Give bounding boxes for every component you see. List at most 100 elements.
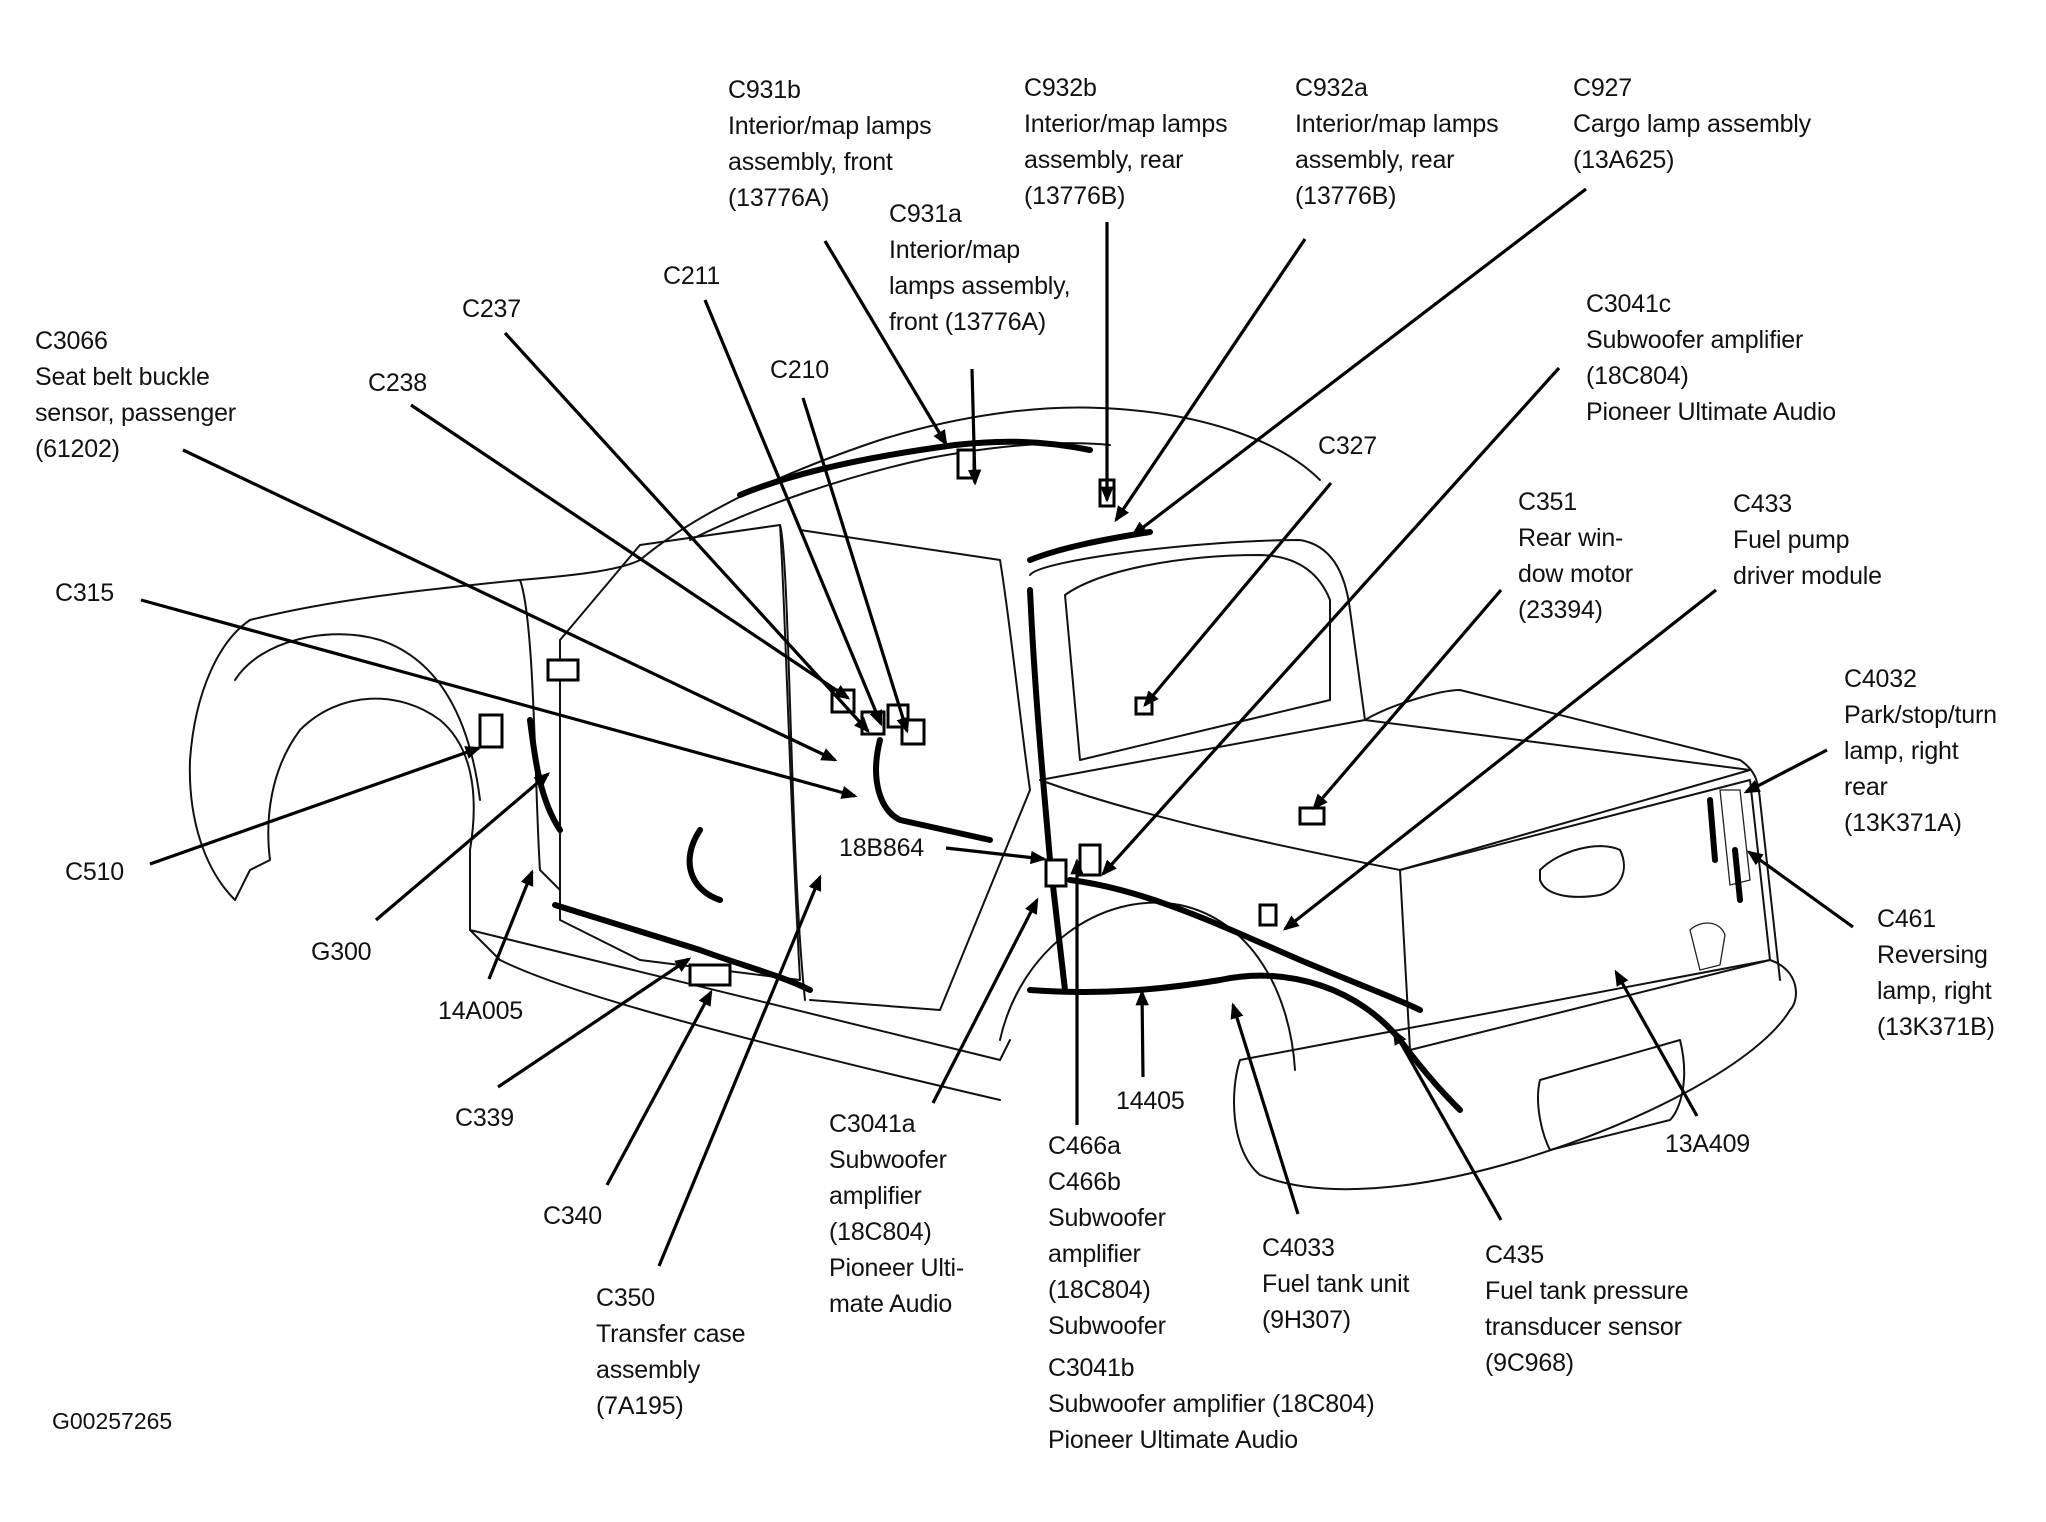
leader-c931a [967,368,982,486]
callout-description-line: Pioneer Ulti- [829,1254,964,1282]
callout-description-line: lamp, right [1844,737,1959,765]
callout-code: C4032 [1844,665,1917,693]
callout-description-line: Fuel tank unit [1262,1270,1410,1298]
hood-line [249,559,641,621]
connectors [478,448,1326,987]
connector-c351 [1298,806,1326,826]
callout-c339: C339 [455,1100,514,1136]
callout-c237: C237 [462,291,521,327]
callout-description-line: Interior/map [889,236,1020,264]
leader-c4032 [1743,748,1828,794]
callout-description-line: Fuel pump [1733,526,1850,554]
callout-description-line: Fuel tank pressure [1485,1277,1689,1305]
callout-g300: G300 [311,934,372,970]
callout-code: C931a [889,200,962,228]
connector-c931a [956,448,976,480]
leader-c932a [1114,238,1307,523]
callout-description-line: assembly, rear [1295,146,1455,174]
callout-description-line: (13776B) [1024,182,1126,210]
leader-c3041c [1101,366,1561,876]
rocker-panel [469,929,1011,1061]
callout-code: 13A409 [1665,1130,1750,1158]
callout-code: C3041a [829,1110,916,1138]
roof-harness [737,438,1093,498]
callout-description-line: (13776B) [1295,182,1397,210]
callout-description-line: amplifier [1048,1240,1141,1268]
leader-18b864 [945,846,1047,865]
figure-id: G00257265 [52,1408,173,1434]
callout-code: 14405 [1116,1087,1185,1115]
callout-description-line: (7A195) [596,1392,684,1420]
callout-14405: 14405 [1116,1083,1185,1119]
connector-c510 [478,713,504,749]
callout-description-line: Rear win- [1518,524,1624,552]
leader-c433 [1282,588,1717,931]
callout-c340: C340 [543,1198,602,1234]
license-plate-recess [1537,1039,1686,1151]
leader-13a409 [1614,969,1699,1117]
leader-c211 [703,299,883,727]
rear-window [1064,554,1331,761]
callout-description-line: (13K371A) [1844,809,1962,837]
body-lower [499,959,1001,1101]
callout-description-line: driver module [1733,562,1882,590]
leader-c461 [1746,850,1854,929]
callout-c315: C315 [55,575,114,611]
callout-code: C4033 [1262,1234,1335,1262]
reversing-lamp [1689,922,1726,971]
callout-description-line: Seat belt buckle [35,363,210,391]
callout-18b864: 18B864 [839,830,924,866]
front-door-harness [686,827,723,903]
connector-c466 [1078,843,1102,877]
callout-code: C510 [65,858,124,886]
callout-code: 18B864 [839,834,924,862]
callout-14a005: 14A005 [438,993,523,1029]
frame-harness [1027,972,1463,1113]
callout-description-line: (13776A) [728,184,830,212]
callout-description-line: Subwoofer [1048,1204,1166,1232]
callout-description-line: rear [1844,773,1888,801]
callout-description-line: Park/stop/turn [1844,701,1997,729]
callout-c327: C327 [1318,428,1377,464]
callout-code: C238 [368,369,427,397]
callout-description-line: assembly [596,1356,700,1384]
callout-description-line: transducer sensor [1485,1313,1682,1341]
bed-front-rail [1039,719,1751,871]
a-pillar [519,579,561,891]
callout-code: C210 [770,356,829,384]
cab-back [1029,539,1366,721]
callout-description-line: (13K371B) [1877,1013,1995,1041]
callout-description-line: Subwoofer amplifier [1586,326,1804,354]
leader-c4033 [1230,1002,1300,1215]
callout-description-line: sensor, passenger [35,399,236,427]
callout-code: C3066 [35,327,108,355]
callout-description-line: front (13776A) [889,308,1047,336]
connector-c3066-body [546,658,580,682]
front-fender [188,619,501,961]
callout-c210: C210 [770,352,829,388]
leader-c339 [497,957,692,1089]
callout-description-line: (13A625) [1573,146,1675,174]
callout-description-line: Interior/map lamps [1295,110,1499,138]
leader-14a005 [487,869,534,980]
callout-description-line: (9C968) [1485,1349,1574,1377]
callout-code: C350 [596,1284,655,1312]
connector-c339 [688,963,732,987]
rear-door-opening [799,529,1031,1011]
callout-description-line: Interior/map lamps [1024,110,1228,138]
callout-description-line: Transfer case [596,1320,746,1348]
callout-c238: C238 [368,365,427,401]
cab-roof [639,406,1321,561]
callout-code: C931b [728,76,801,104]
leader-c315 [140,598,858,799]
callout-description-line: Pioneer Ultimate Audio [1048,1426,1298,1454]
leader-c3041a [931,897,1039,1104]
rocker-harness [552,902,813,993]
